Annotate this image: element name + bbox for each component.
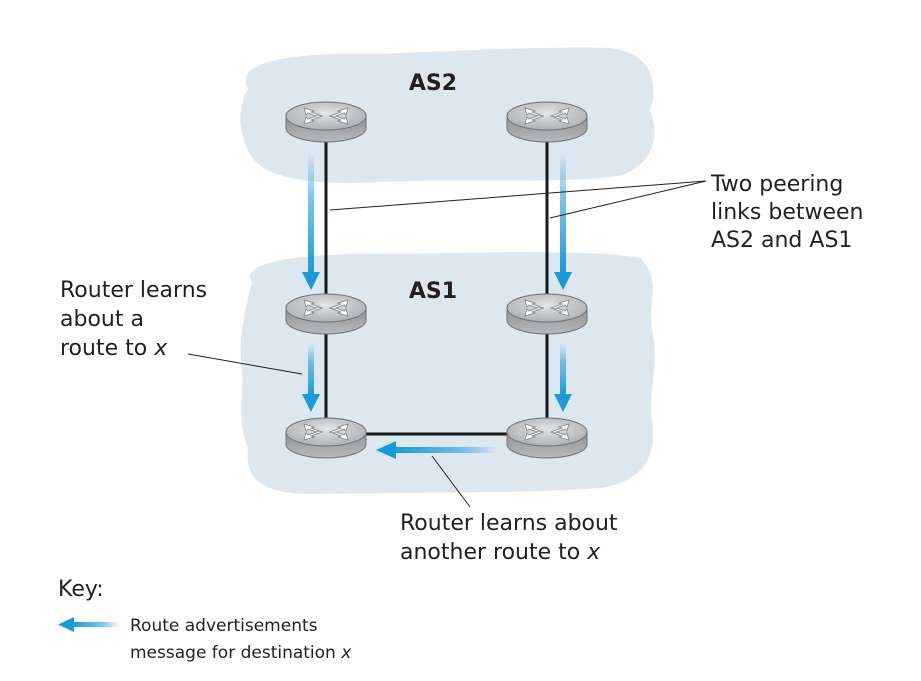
peering-annotation: Two peering links between AS2 and AS1 — [710, 172, 871, 253]
leader-learns-another — [431, 455, 471, 508]
learns-another-annotation: Router learns about another route to x — [400, 511, 625, 565]
router-icon — [285, 101, 367, 143]
router-icon — [506, 101, 588, 143]
router-icon — [506, 417, 588, 459]
leader-lines — [187, 180, 707, 508]
learns-route-annotation: Router learns about a route to x — [60, 278, 214, 361]
key-title: Key: — [58, 577, 104, 602]
advert-arrow-1 — [302, 152, 320, 290]
advert-arrow-2 — [554, 152, 572, 290]
advert-arrow-3 — [302, 344, 320, 412]
advert-arrow-4 — [554, 344, 572, 412]
as1-label: AS1 — [409, 279, 457, 304]
arrow-down-icon — [560, 344, 566, 396]
arrow-down-icon — [560, 152, 566, 274]
arrow-left-icon — [394, 447, 498, 453]
leader-learns-route — [187, 353, 303, 375]
router-icon — [285, 293, 367, 335]
leader-peering-2 — [549, 180, 707, 219]
router-icon — [285, 417, 367, 459]
key-arrow — [58, 617, 120, 632]
key-description: Route advertisements message for destina… — [130, 616, 352, 663]
advert-arrow-5 — [376, 441, 498, 459]
as2-region — [240, 47, 655, 183]
router-icon — [506, 293, 588, 335]
arrow-left-icon — [72, 622, 120, 627]
leader-peering-1 — [329, 180, 707, 211]
as2-label: AS2 — [409, 71, 457, 96]
arrow-down-icon — [308, 152, 314, 274]
arrow-down-icon — [308, 344, 314, 396]
